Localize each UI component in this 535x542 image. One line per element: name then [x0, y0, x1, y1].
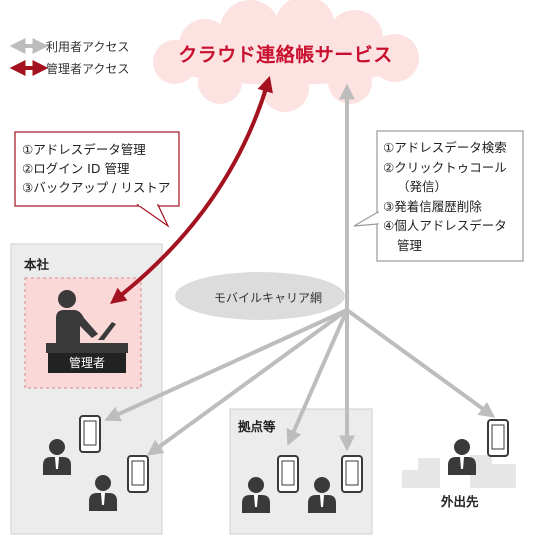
field-label: 外出先 — [441, 494, 479, 509]
phone-icon — [79, 415, 101, 453]
legend-user-access: 利用者アクセス — [46, 38, 129, 55]
phone-icon — [487, 419, 509, 457]
user-callout: ①アドレスデータ検索 ②クリックトゥコール （発信） ③発着信履歴削除 ④個人ア… — [383, 138, 507, 255]
user-callout-item: 管理 — [397, 237, 423, 253]
user-callout-item: ③発着信履歴削除 — [383, 198, 482, 214]
admin-access-arrow — [109, 75, 273, 304]
user-callout-item: ④個人アドレスデータ — [383, 218, 507, 233]
phone-icon — [341, 455, 363, 493]
phone-icon — [277, 455, 299, 493]
legend-admin-access-label: 管理者アクセス — [46, 62, 130, 76]
admin-callout-item: ③バックアップ / リストア — [22, 180, 171, 195]
user-callout-box — [353, 130, 524, 262]
admin-badge: 管理者 — [48, 353, 126, 373]
admin-person-icon — [46, 290, 128, 353]
mobile-network-label: モバイルキャリア網 — [214, 291, 323, 305]
user-callout-item: ①アドレスデータ検索 — [383, 140, 507, 155]
phone-icon — [127, 455, 149, 493]
admin-callout-item: ①アドレスデータ管理 — [22, 142, 146, 157]
branch-label: 拠点等 — [238, 419, 276, 434]
user-callout-item: （発信） — [397, 179, 448, 194]
admin-callout-item: ②ログイン ID 管理 — [22, 161, 130, 176]
admin-callout: ①アドレスデータ管理 ②ログイン ID 管理 ③バックアップ / リストア — [22, 140, 170, 197]
head-office-label: 本社 — [24, 257, 50, 272]
user-callout-item: ②クリックトゥコール — [383, 159, 507, 175]
legend-user-access-label: 利用者アクセス — [46, 40, 130, 54]
cloud-title: クラウド連絡帳サービス — [178, 44, 393, 66]
user-access-arrows — [104, 83, 496, 456]
legend-admin-access: 管理者アクセス — [46, 60, 129, 77]
